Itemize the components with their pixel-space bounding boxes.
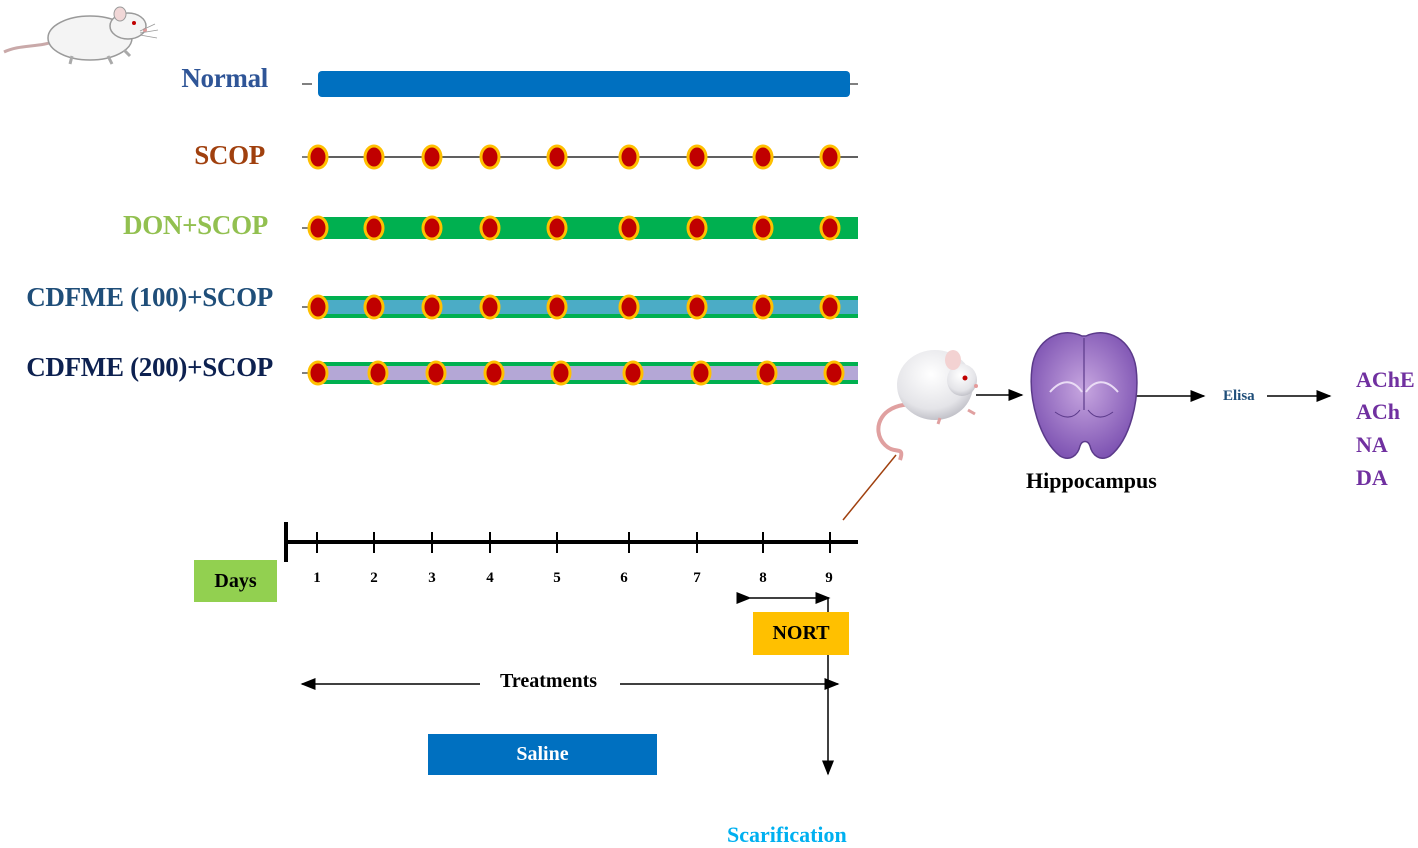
scarification-label: Scarification bbox=[727, 822, 847, 847]
dose-dot bbox=[686, 215, 708, 241]
dose-dot bbox=[752, 294, 774, 320]
treatments-label: Treatments bbox=[500, 670, 598, 692]
normal-bar bbox=[318, 71, 850, 97]
dose-dot bbox=[622, 360, 644, 386]
day-label: 4 bbox=[486, 570, 494, 586]
group-row bbox=[302, 215, 858, 241]
dose-dot bbox=[307, 144, 329, 170]
dose-dot bbox=[546, 294, 568, 320]
day-label: 7 bbox=[693, 570, 701, 586]
dose-dot bbox=[819, 144, 841, 170]
days-label: Days bbox=[214, 569, 257, 592]
dose-dot bbox=[618, 294, 640, 320]
dose-dot bbox=[479, 294, 501, 320]
marker-na: NA bbox=[1356, 432, 1388, 457]
marker-ach: ACh bbox=[1356, 399, 1401, 424]
marker-da: DA bbox=[1356, 465, 1388, 490]
dose-dot bbox=[421, 144, 443, 170]
cdfme-100-bar bbox=[318, 300, 858, 314]
dose-dot bbox=[425, 360, 447, 386]
brain-section-icon bbox=[1030, 332, 1138, 459]
dose-dot bbox=[752, 144, 774, 170]
dose-dot bbox=[483, 360, 505, 386]
group-label-cdfme-100-scop: CDFME (100)+SCOP bbox=[26, 282, 273, 312]
timeline-axis bbox=[284, 522, 858, 562]
dose-dot bbox=[823, 360, 845, 386]
pipeline-arrows bbox=[976, 389, 1332, 402]
group-row bbox=[302, 294, 858, 320]
rat-icon bbox=[3, 6, 159, 65]
group-label-normal: Normal bbox=[181, 63, 268, 93]
dose-dot bbox=[479, 144, 501, 170]
dose-dot bbox=[819, 294, 841, 320]
dose-dot bbox=[686, 144, 708, 170]
day-label: 3 bbox=[428, 570, 436, 586]
group-label-scop: SCOP bbox=[194, 140, 265, 170]
dose-dot bbox=[421, 294, 443, 320]
don-bar bbox=[318, 217, 858, 239]
rat-icon bbox=[876, 350, 978, 461]
dose-dot bbox=[363, 215, 385, 241]
group-row bbox=[302, 71, 858, 97]
day-label: 8 bbox=[759, 570, 767, 586]
group-row bbox=[302, 144, 858, 170]
group-label-don-scop: DON+SCOP bbox=[123, 210, 268, 240]
dose-dot bbox=[363, 294, 385, 320]
day-label: 5 bbox=[553, 570, 561, 586]
saline-label: Saline bbox=[516, 743, 569, 765]
connector-line bbox=[842, 454, 897, 521]
dose-dot bbox=[307, 294, 329, 320]
cdfme-200-bar bbox=[318, 366, 858, 380]
day-label: 6 bbox=[620, 570, 628, 586]
dose-dot bbox=[363, 144, 385, 170]
group-label-cdfme-200-scop: CDFME (200)+SCOP bbox=[26, 352, 273, 382]
nort-label: NORT bbox=[772, 622, 830, 644]
dose-dot bbox=[752, 215, 774, 241]
dose-dot bbox=[367, 360, 389, 386]
elisa-label: Elisa bbox=[1223, 388, 1255, 404]
dose-dot bbox=[618, 144, 640, 170]
dose-dot bbox=[618, 215, 640, 241]
saline-box: Saline bbox=[428, 734, 657, 775]
group-row bbox=[302, 360, 858, 386]
day-label: 2 bbox=[370, 570, 378, 586]
day-label: 1 bbox=[313, 570, 321, 586]
marker-ache: AChE bbox=[1356, 367, 1415, 392]
dose-dot bbox=[307, 360, 329, 386]
dose-dot bbox=[686, 294, 708, 320]
dose-dot bbox=[550, 360, 572, 386]
day-label: 9 bbox=[825, 570, 833, 586]
dose-dot bbox=[546, 215, 568, 241]
dose-dot bbox=[690, 360, 712, 386]
dose-dot bbox=[479, 215, 501, 241]
hippocampus-label: Hippocampus bbox=[1026, 468, 1157, 493]
dose-dot bbox=[819, 215, 841, 241]
dose-dot bbox=[421, 215, 443, 241]
dose-dot bbox=[307, 215, 329, 241]
days-label-box: Days bbox=[194, 560, 277, 602]
dose-dot bbox=[546, 144, 568, 170]
dose-dot bbox=[756, 360, 778, 386]
nort-box: NORT bbox=[753, 612, 849, 655]
